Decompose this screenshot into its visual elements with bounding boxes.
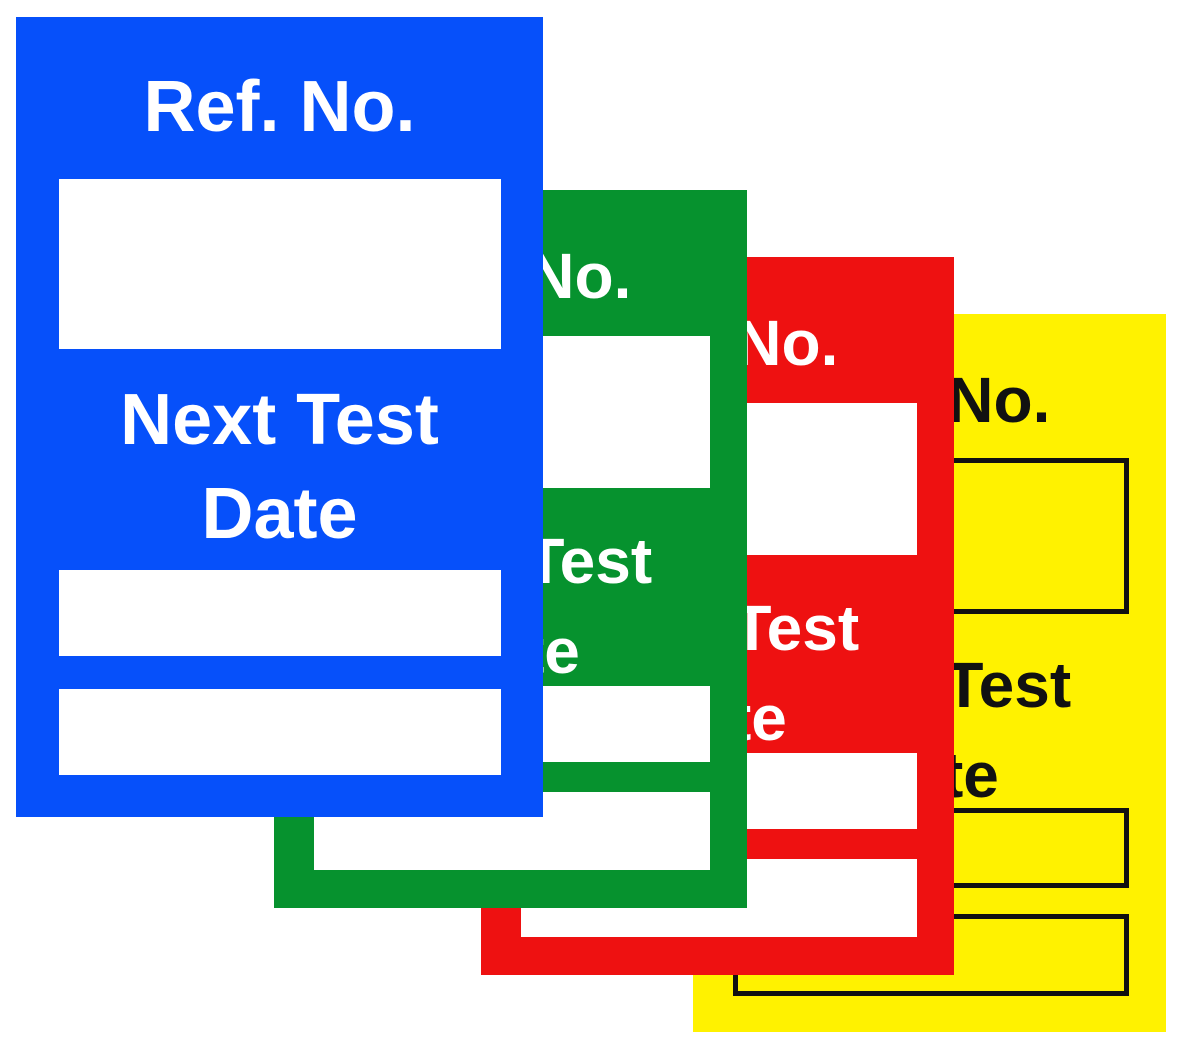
next-test-date-heading: Next Test Date [16, 373, 543, 561]
next-test-heading-line: Next Test [120, 380, 439, 460]
date-heading-line: Date [201, 474, 358, 554]
date-write-box-2 [59, 689, 501, 775]
ref-no-heading: Ref. No. [143, 67, 416, 147]
ref-no-write-box [59, 179, 501, 349]
label-blue: Ref. No. Next Test Date [16, 17, 543, 817]
date-write-box-1 [59, 570, 501, 656]
